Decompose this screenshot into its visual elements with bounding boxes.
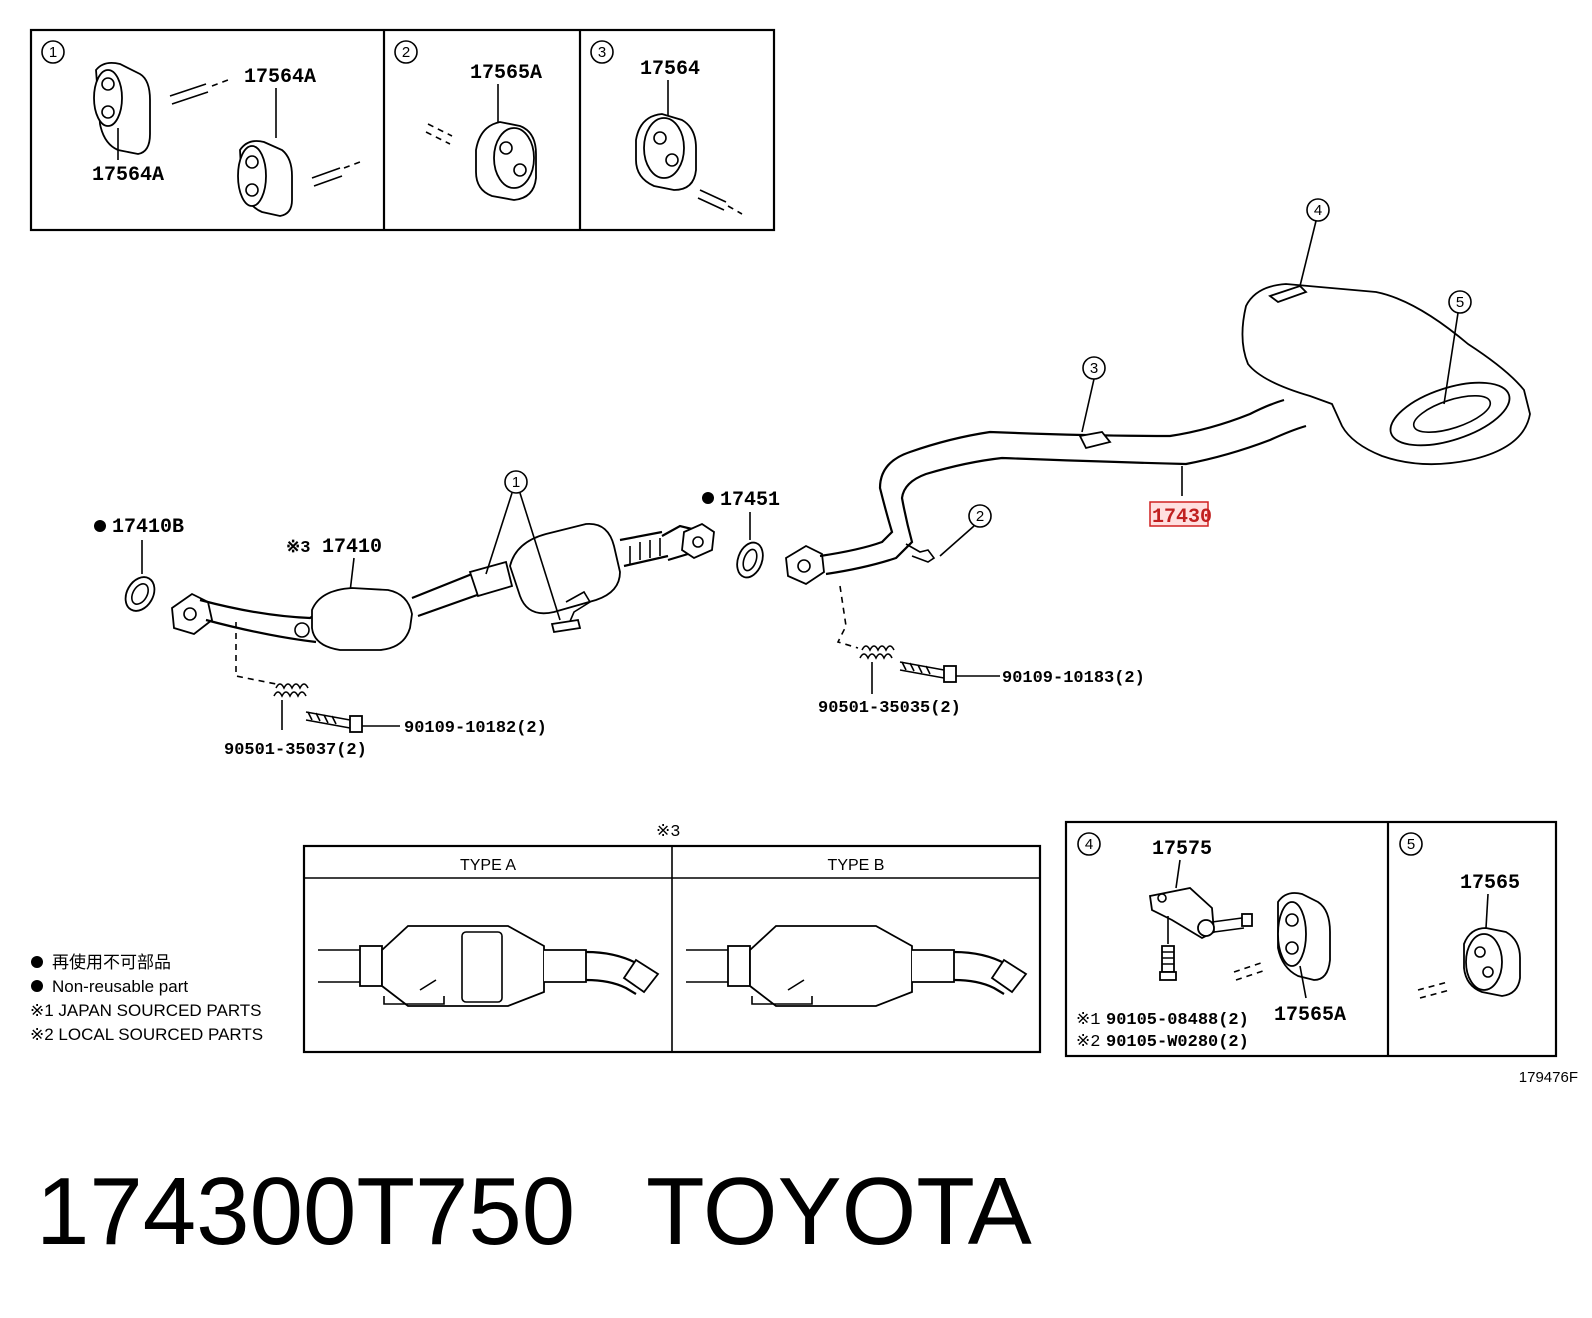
hanger-detail-boxes-lower: 4 17575 ※1 90105-08488(2) ※2 90105-W0280… [1064,820,1558,1058]
callout-number: 1 [49,44,57,61]
part-label: 17564A [92,164,164,187]
hanger-bracket [1148,887,1253,940]
part-label: 90105-08488(2) [1106,1011,1249,1030]
front-fasteners: 90501-35037(2) 90109-10182(2) [224,622,547,760]
rubber-mount [1277,892,1331,981]
front-gasket: 17410B [94,516,184,612]
part-label: 17564 [640,58,700,81]
callout-number: 2 [976,508,984,525]
part-label: 17575 [1152,838,1212,861]
highlight-box [1149,501,1209,527]
callout-number: 3 [1090,360,1098,377]
hanger-bolt [1159,916,1177,981]
type-a-drawing [318,925,660,1007]
bolt-mark: ※1 [1076,1011,1100,1030]
spring-front [273,683,309,698]
type-b-title: TYPE B [828,857,885,874]
callout-number: 3 [598,44,606,61]
detail-box-4: 4 17575 ※1 90105-08488(2) ※2 90105-W0280… [1076,832,1346,1052]
part-label: 17410 [322,536,382,559]
figure-code: 179476F [1519,1069,1578,1086]
front-pipe-mark: ※3 [286,539,310,558]
note-line: ※1 JAPAN SOURCED PARTS [30,1001,262,1020]
callout-number: 4 [1085,836,1093,853]
tail-pipe-assembly: 2 3 4 5 17430 [785,198,1531,586]
hanger-detail-boxes: 1 17564A 17564A 2 [29,28,776,232]
part-label: 17565A [1274,1004,1346,1027]
bolt-mark: ※2 [1076,1033,1100,1052]
part-label: 90501-35035(2) [818,699,961,718]
callout-number: 5 [1456,294,1464,311]
part-label: 90109-10182(2) [404,719,547,738]
callout-number: 5 [1407,836,1415,853]
rubber-mount-upper [93,61,151,155]
bolt-front [305,711,363,733]
note-line: 再使用不可部品 [52,952,171,972]
part-label: 17410B [112,516,184,539]
rubber-mount-lower [237,140,293,217]
detail-box-5: 5 17565 [1399,832,1521,999]
callout-number: 2 [402,44,410,61]
callout-number: 1 [512,474,520,491]
callout-number: 4 [1314,202,1322,219]
part-label: 17564A [244,66,316,89]
part-label-highlighted: 17430 [1152,506,1212,529]
spring-rear [859,645,895,660]
front-pipe-assembly: ※3 17410 1 [171,470,715,651]
rear-fasteners: 90501-35035(2) 90109-10183(2) [818,585,1145,718]
part-label: 17565A [470,62,542,85]
type-a-title: TYPE A [460,857,516,874]
part-label: 90501-35037(2) [224,741,367,760]
converter-types-table: ※3 TYPE A TYPE B [302,823,1042,1054]
detail-box-3: 3 17564 [590,40,743,215]
footer-part-number: 174300T750 [36,1158,575,1265]
part-label: 90109-10183(2) [1002,669,1145,688]
bolt-rear [899,661,957,683]
detail-box-2: 2 17565A [394,40,542,201]
part-label: 90105-W0280(2) [1106,1033,1249,1052]
part-label: 17451 [720,489,780,512]
legend-notes: 再使用不可部品 Non-reusable part ※1 JAPAN SOURC… [30,952,263,1044]
type-b-drawing [686,925,1028,1007]
mid-gasket: 17451 [702,489,780,579]
footer-brand: TOYOTA [646,1158,1032,1265]
part-label: 17565 [1460,872,1520,895]
note-line: Non-reusable part [52,977,188,996]
detail-box-1: 1 17564A 17564A [41,40,361,217]
table-mark: ※3 [656,823,680,842]
note-line: ※2 LOCAL SOURCED PARTS [30,1025,263,1044]
